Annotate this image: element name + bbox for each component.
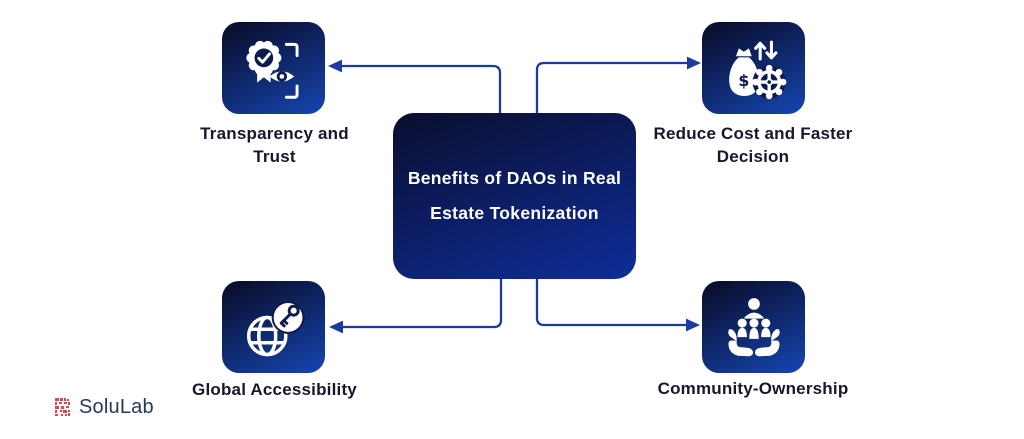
arrow-to-global-accessibility (329, 278, 503, 334)
solulab-logo-text: SoluLab (79, 396, 154, 418)
globe-key-icon (246, 301, 304, 357)
money-bag-gear-icon: $ (728, 40, 786, 100)
center-title-line2: Estate Tokenization (430, 203, 599, 223)
transparency-trust-label: Transparency and Trust (200, 124, 349, 166)
arrow-to-reduce-cost (535, 56, 701, 114)
transparency-trust-tile (222, 22, 325, 114)
center-title-line1: Benefits of DAOs in Real (407, 168, 622, 188)
arrow-to-community-ownership (535, 278, 700, 332)
reduce-cost-label: Reduce Cost and Faster Decision (653, 124, 853, 166)
center-title-box: Benefits of DAOs in Real Estate Tokeniza… (393, 113, 636, 279)
community-ownership-tile (702, 281, 805, 373)
community-ownership-label: Community-Ownership (657, 379, 849, 398)
arrow-to-transparency (328, 59, 502, 114)
global-accessibility-tile (222, 281, 325, 373)
solulab-logo-mark-icon (55, 398, 70, 416)
solulab-logo: SoluLab (55, 396, 154, 419)
reduce-cost-tile: $ (702, 22, 805, 114)
global-accessibility-label: Global Accessibility (192, 380, 357, 399)
hands-community-icon (727, 298, 780, 357)
badge-check-eye-icon (245, 40, 299, 99)
svg-text:$: $ (738, 71, 749, 90)
